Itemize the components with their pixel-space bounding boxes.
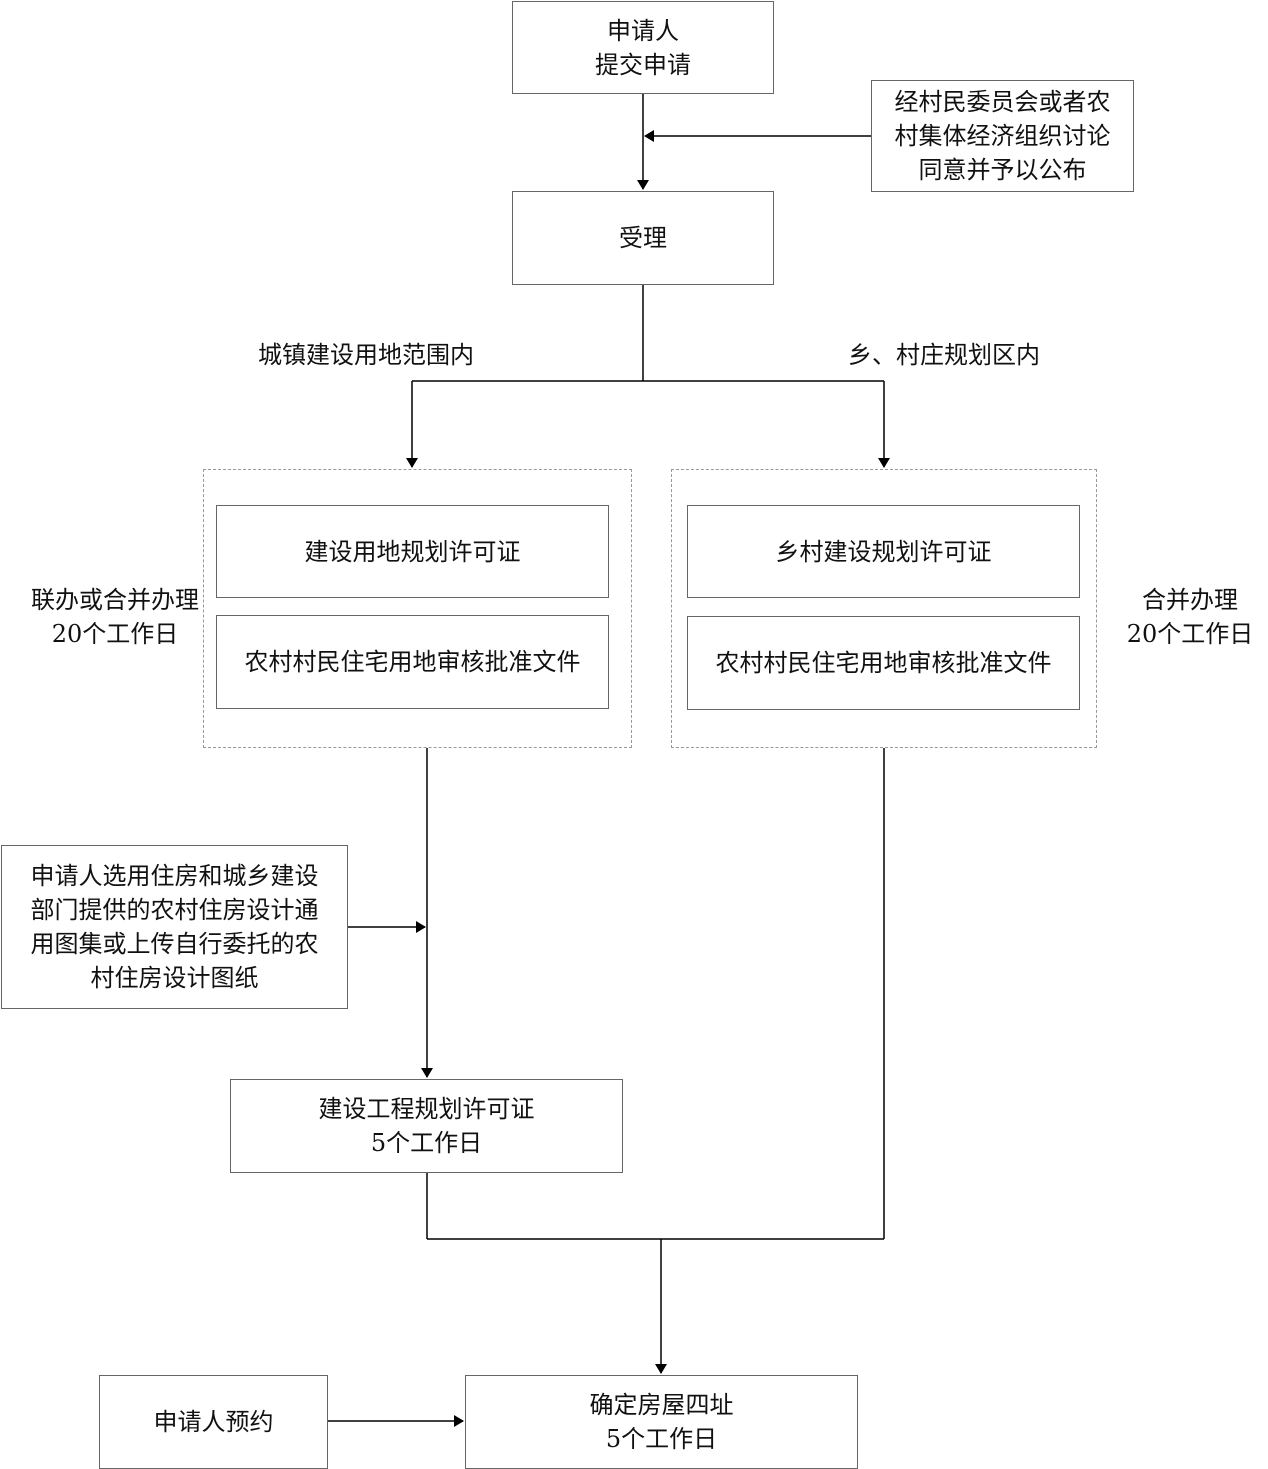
node-applicant-submit: 申请人 提交申请 — [512, 1, 774, 94]
node-text: 同意并予以公布 — [918, 156, 1087, 184]
node-left-permit: 建设用地规划许可证 — [216, 505, 609, 598]
node-text: 建设用地规划许可证 — [304, 537, 521, 566]
node-text: 乡村建设规划许可证 — [775, 537, 992, 566]
node-village-discussion: 经村民委员会或者农 村集体经济组织讨论 同意并予以公布 — [871, 80, 1134, 192]
node-text: 确定房屋四址 — [589, 1391, 734, 1419]
label-left-group-note: 联办或合并办理 20个工作日 — [20, 583, 210, 651]
node-text: 经村民委员会或者农 — [894, 88, 1111, 116]
label-urban-branch: 城镇建设用地范围内 — [258, 341, 474, 369]
node-text: 农村村民住宅用地审核批准文件 — [715, 649, 1052, 677]
node-text: 提交申请 — [595, 50, 691, 79]
group-left-joint-processing — [203, 469, 632, 748]
node-text: 用图集或上传自行委托的农 — [30, 930, 319, 958]
node-text: 部门提供的农村住房设计通 — [30, 896, 319, 924]
node-text: 村集体经济组织讨论 — [894, 122, 1111, 150]
node-accept: 受理 — [512, 191, 774, 285]
note-text: 合并办理 — [1142, 586, 1238, 614]
node-confirm-boundaries: 确定房屋四址 5个工作日 — [465, 1375, 858, 1469]
node-text: 申请人 — [607, 16, 679, 45]
node-text: 申请人选用住房和城乡建设 — [30, 862, 319, 890]
node-text: 5个工作日 — [605, 1425, 718, 1453]
note-text: 20个工作日 — [51, 620, 179, 648]
note-text: 20个工作日 — [1126, 620, 1254, 648]
node-engineering-permit: 建设工程规划许可证 5个工作日 — [230, 1079, 623, 1173]
node-text: 申请人预约 — [153, 1408, 274, 1436]
node-text: 5个工作日 — [370, 1129, 483, 1157]
node-left-approval: 农村村民住宅用地审核批准文件 — [216, 615, 609, 709]
node-text: 农村村民住宅用地审核批准文件 — [244, 648, 581, 676]
node-text: 建设工程规划许可证 — [318, 1095, 535, 1123]
node-right-approval: 农村村民住宅用地审核批准文件 — [687, 616, 1080, 710]
node-right-permit: 乡村建设规划许可证 — [687, 505, 1080, 598]
node-design-drawings: 申请人选用住房和城乡建设 部门提供的农村住房设计通 用图集或上传自行委托的农 村… — [1, 845, 348, 1009]
note-text: 联办或合并办理 — [31, 586, 199, 614]
group-right-merged-processing — [671, 469, 1097, 748]
label-right-group-note: 合并办理 20个工作日 — [1110, 583, 1268, 651]
node-text: 受理 — [619, 224, 667, 252]
node-reservation: 申请人预约 — [99, 1375, 328, 1469]
label-rural-branch: 乡、村庄规划区内 — [848, 341, 1040, 369]
node-text: 村住房设计图纸 — [90, 964, 259, 992]
